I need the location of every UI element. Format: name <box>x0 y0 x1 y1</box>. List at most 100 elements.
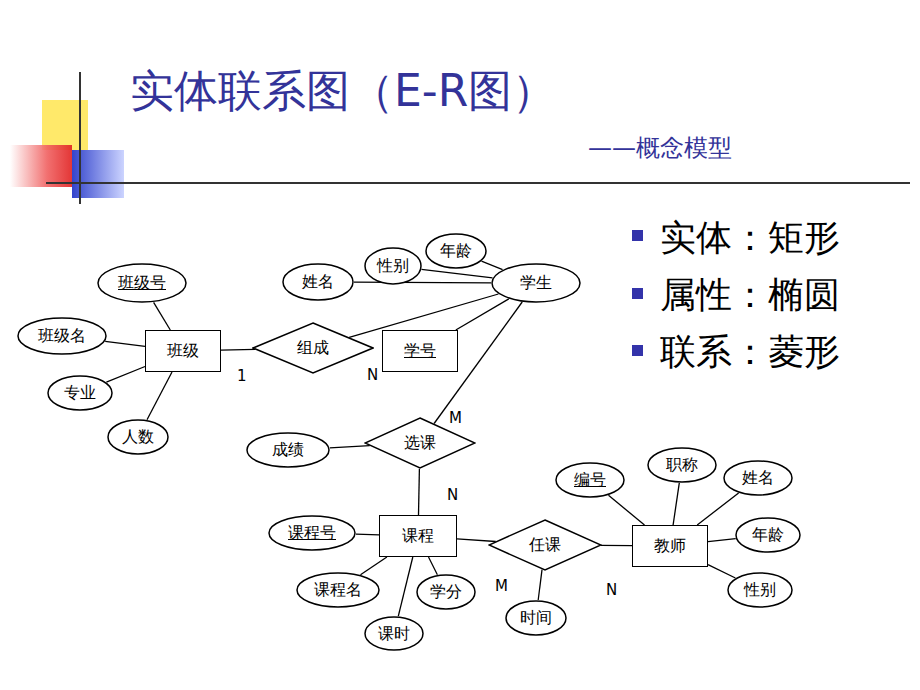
node-label: 学分 <box>430 582 462 601</box>
node-label: 姓名 <box>302 272 334 291</box>
red-square <box>10 145 72 187</box>
outline <box>253 323 373 373</box>
node-label: 性别 <box>377 256 409 275</box>
attribute-ellipse: 课时 <box>364 616 424 651</box>
outline <box>724 461 792 495</box>
outline <box>283 264 353 300</box>
attribute-ellipse: 班级名 <box>17 317 107 355</box>
node-label: 班级号 <box>118 273 166 292</box>
node-label: 课程 <box>402 526 434 545</box>
entity-rect: 课程 <box>379 515 457 557</box>
attribute-ellipse: 性别 <box>364 247 422 285</box>
outline <box>417 575 475 609</box>
connector-line <box>330 446 370 448</box>
node-label: 姓名 <box>742 468 774 487</box>
bullet <box>632 345 643 356</box>
outline <box>736 518 800 552</box>
outline <box>489 520 601 570</box>
connector-line <box>398 557 413 616</box>
attribute-ellipse: 课程号 <box>268 515 356 551</box>
node-label: 课时 <box>378 624 410 643</box>
connector-line <box>697 493 738 525</box>
connector-line <box>538 570 542 600</box>
attribute-ellipse: 班级号 <box>97 263 187 303</box>
attribute-ellipse: 专业 <box>47 375 113 411</box>
outline <box>365 248 421 284</box>
outline <box>247 433 329 467</box>
entity-rect: 教师 <box>632 525 708 567</box>
node-label: 组成 <box>297 338 329 357</box>
connector-line <box>456 299 509 330</box>
cardinality-label: M <box>448 410 463 427</box>
attribute-ellipse: 职称 <box>647 447 717 483</box>
node-label: 班级 <box>167 341 199 360</box>
cardinality-label: N <box>446 487 459 504</box>
deco-vertical-line <box>79 72 81 204</box>
node-label: 编号 <box>574 470 606 489</box>
outline <box>492 264 580 302</box>
outline <box>48 376 112 410</box>
node-label: 教师 <box>654 536 686 555</box>
attribute-ellipse: 姓名 <box>282 263 354 301</box>
outline <box>269 516 355 550</box>
slide-title: 实体联系图（E-R图） <box>130 62 556 121</box>
connector-line <box>356 534 379 536</box>
attribute-ellipse: 时间 <box>505 600 567 636</box>
outline <box>108 420 168 454</box>
attribute-ellipse: 人数 <box>107 419 169 455</box>
cardinality-label: N <box>605 582 618 599</box>
legend-bullet-text: 联系：菱形 <box>660 328 840 377</box>
node-label: 人数 <box>122 427 154 446</box>
node-label: 学号 <box>404 341 436 360</box>
node-label: 年龄 <box>752 525 784 544</box>
connector-line <box>708 539 736 542</box>
outline <box>728 573 792 607</box>
cardinality-label: N <box>366 367 379 384</box>
connector-line <box>457 539 496 542</box>
title-rule <box>46 182 910 184</box>
legend-bullet-text: 属性：椭圆 <box>660 271 840 320</box>
attribute-ellipse: 学生 <box>491 263 581 303</box>
outline <box>556 463 624 497</box>
attribute-ellipse: 年龄 <box>425 233 487 269</box>
cardinality-label: M <box>494 578 509 595</box>
connector-line <box>422 269 493 277</box>
node-label: 年龄 <box>440 241 472 260</box>
connector-line <box>354 282 491 284</box>
connector-line <box>429 557 438 575</box>
outline <box>297 573 379 607</box>
node-label: 学生 <box>520 273 552 292</box>
attribute-ellipse: 课程名 <box>296 572 380 608</box>
yellow-square <box>42 100 88 150</box>
node-label: 时间 <box>520 608 552 627</box>
outline <box>365 617 423 650</box>
connector-line <box>673 483 679 525</box>
attribute-ellipse: 编号 <box>555 462 625 498</box>
attribute-ellipse: 性别 <box>727 572 793 608</box>
entity-rect: 班级 <box>145 330 221 372</box>
connector-line <box>106 367 145 383</box>
outline <box>426 234 486 268</box>
connector-line <box>418 469 420 515</box>
relation-diamond: 组成 <box>252 322 374 374</box>
node-label: 成绩 <box>272 440 304 459</box>
node-label: 选课 <box>404 433 436 452</box>
connector-line <box>601 545 632 547</box>
connector-line <box>609 495 645 525</box>
bullet <box>632 230 643 241</box>
node-label: 课程名 <box>314 580 362 599</box>
connector-line <box>482 261 503 269</box>
cardinality-label: 1 <box>236 368 248 385</box>
relation-diamond: 任课 <box>488 519 602 571</box>
entity-rect: 学号 <box>382 330 458 372</box>
connector-line <box>105 341 145 346</box>
connector-line <box>361 557 387 575</box>
subtitle: ——概念模型 <box>588 132 732 164</box>
outline <box>18 318 106 354</box>
legend-bullet-text: 实体：矩形 <box>660 214 840 263</box>
node-label: 专业 <box>64 383 96 402</box>
connector-line <box>708 565 735 578</box>
outline <box>98 264 186 302</box>
attribute-ellipse: 姓名 <box>723 460 793 496</box>
node-label: 任课 <box>529 535 561 554</box>
